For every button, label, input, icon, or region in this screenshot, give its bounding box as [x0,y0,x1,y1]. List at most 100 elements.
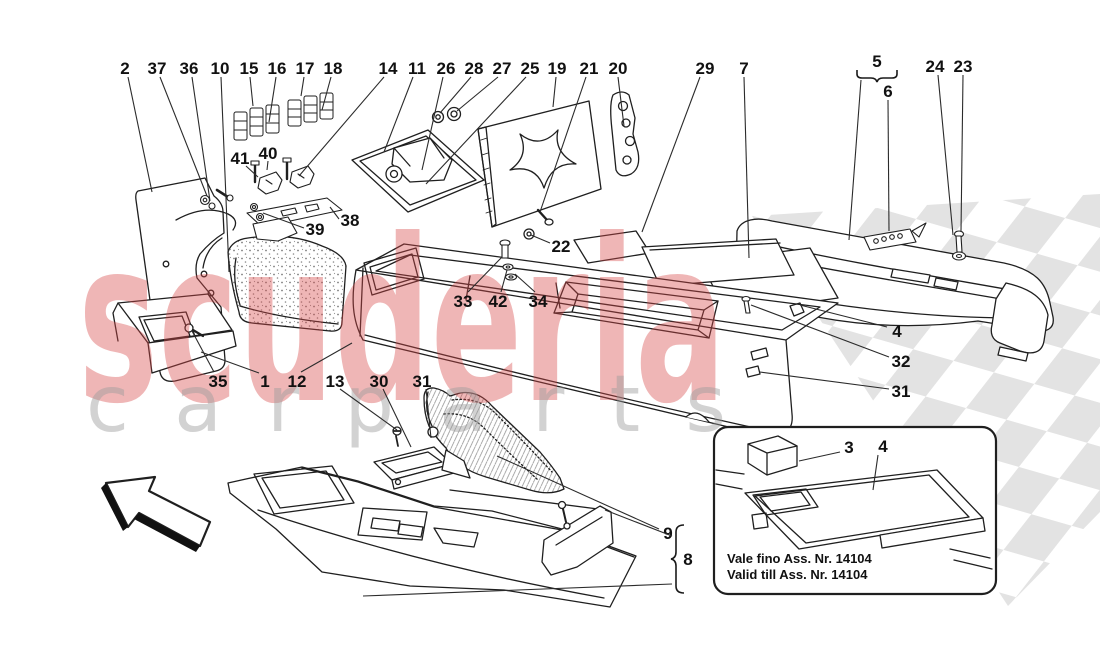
part-switch-block-b [287,92,334,127]
part-lower-trim-panel [227,465,637,608]
leader-line-30 [382,388,412,448]
part-number-32: 32 [892,352,911,371]
leader-line-28 [439,76,472,114]
leader-line-19 [552,76,557,108]
leader-line-40 [266,160,269,171]
part-cross-plate [477,100,602,240]
leader-line-5 [848,79,862,241]
part-handbrake-boot [423,387,565,494]
part-screw-23 [951,230,967,261]
part-number-4: 4 [878,437,888,456]
part-number-12: 12 [288,372,307,391]
part-bracket-plate [351,106,485,213]
part-flat-panel-7 [699,247,839,315]
part-number-35: 35 [209,372,228,391]
part-number-22: 22 [552,237,571,256]
leader-line-16 [268,76,277,123]
part-number-41: 41 [231,149,250,168]
inset-note-line2: Valid till Ass. Nr. 14104 [727,567,868,582]
part-number-24: 24 [926,57,945,76]
part-number-28: 28 [465,59,484,78]
part-number-31: 31 [892,382,911,401]
part-console-lids [573,230,795,287]
checkered-flag-watermark [752,194,1100,606]
part-number-14: 14 [379,59,398,78]
part-number-29: 29 [696,59,715,78]
leader-line-10 [220,76,230,273]
leader-line-31 [759,371,890,390]
part-number-10: 10 [211,59,230,78]
part-support-bracket [449,489,614,576]
part-number-25: 25 [521,59,540,78]
brace-group-5 [856,70,898,83]
part-number-13: 13 [326,372,345,391]
part-number-36: 36 [180,59,199,78]
part-fixing-washers [199,188,234,210]
leader-line-20 [617,76,625,127]
leader-line-14 [298,76,385,177]
part-number-9: 9 [663,524,672,543]
inset-note-line1: Vale fino Ass. Nr. 14104 [727,551,872,566]
part-support-plate [246,197,343,242]
part-number-37: 37 [148,59,167,78]
part-switch-block-a [233,104,280,141]
part-console-tunnel [352,243,839,437]
part-number-23: 23 [954,57,973,76]
part-number-40: 40 [259,144,278,163]
part-perforated-strip [610,91,640,177]
part-number-4: 4 [892,322,902,341]
inset-part-3 [747,435,798,476]
part-number-31: 31 [413,372,432,391]
leader-line-31 [425,388,432,439]
leader-line-23 [960,74,964,233]
part-number-26: 26 [437,59,456,78]
leader-line-1 [200,351,260,374]
leader-line-27 [456,76,499,112]
leader-line-11 [383,76,414,153]
leader-line-15 [249,76,254,107]
leader-line-8 [604,509,673,537]
leader-line-33 [467,256,503,293]
leader-line-32 [750,304,890,358]
part-screw-33-washers [499,239,751,314]
leader-line-41 [245,165,259,178]
leader-line-35 [191,330,215,373]
leader-line-29 [641,76,701,233]
leader-line-21 [539,76,587,213]
leader-line-17 [300,76,305,97]
leader-line-6 [887,99,890,232]
part-number-42: 42 [489,292,508,311]
leader-line-37 [159,76,208,197]
part-number-6: 6 [883,82,892,101]
part-number-39: 39 [306,220,325,239]
leader-line-7 [743,76,750,259]
part-number-30: 30 [370,372,389,391]
part-number-33: 33 [454,292,473,311]
part-number-21: 21 [580,59,599,78]
leader-line-18 [321,76,332,111]
part-side-bracket [112,293,237,374]
brace-group-8 [670,524,685,594]
part-number-15: 15 [240,59,259,78]
leader-line-12 [300,342,353,373]
part-number-27: 27 [493,59,512,78]
leader-line-4 [799,304,888,328]
leader-line-22 [530,234,551,244]
leader-line-25 [425,76,527,185]
part-number-16: 16 [268,59,287,78]
part-clamp-brackets [250,157,315,195]
leader-line-34 [514,273,536,293]
leader-line-13 [339,388,398,431]
leader-line-26 [421,76,444,171]
inset-part-4 [744,469,986,550]
part-number-18: 18 [324,59,343,78]
part-number-8: 8 [683,550,692,569]
leader-line-38 [329,206,340,220]
part-number-3: 3 [844,438,853,457]
leader-line-3 [798,451,841,462]
part-connector-strip [863,222,927,251]
part-number-7: 7 [739,59,748,78]
part-rear-console-lid [735,218,1054,362]
leader-line-9 [496,455,660,530]
direction-arrow-icon [101,475,212,552]
